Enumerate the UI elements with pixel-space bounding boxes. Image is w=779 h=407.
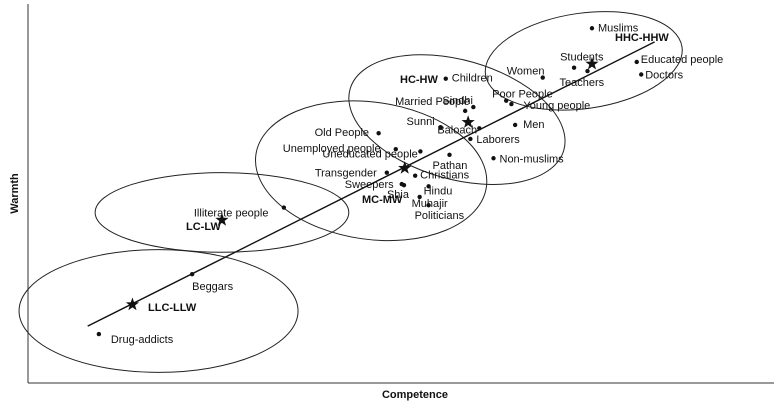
data-point-pathan — [447, 152, 452, 158]
data-point-teachers — [585, 68, 590, 74]
cluster-labels: HHC-HHW HC-HW MC-MW LC-LW LLC-LLW — [148, 32, 669, 314]
group-label-mc-mw: MC-MW — [362, 194, 403, 206]
group-label-lc-lw: LC-LW — [186, 221, 221, 233]
data-point-non-muslims — [491, 156, 496, 161]
point-label-non-muslims: Non-muslims — [500, 153, 565, 165]
data-point-muhajir — [417, 194, 422, 200]
data-point-uneducated-people — [418, 149, 423, 154]
chart-axes — [27, 4, 774, 384]
point-label-laborers: Laborers — [476, 134, 520, 146]
trend-line — [87, 41, 655, 327]
trend-line-layer — [87, 41, 655, 327]
point-label-teachers: Teachers — [560, 77, 605, 89]
star-llc-llw — [125, 297, 140, 311]
group-label-hhc-hhw: HHC-HHW — [615, 32, 669, 44]
point-label-drug-addicts: Drug-addicts — [111, 334, 174, 346]
ellipse-hhc-hhw — [484, 11, 683, 111]
group-label-hc-hw: HC-HW — [400, 74, 438, 86]
ellipse-llc-llw — [18, 249, 299, 373]
data-point-young-people — [509, 101, 514, 107]
group-label-llc-llw: LLC-LLW — [148, 302, 197, 314]
point-label-pathan: Pathan — [432, 160, 467, 172]
point-label-unemployed-people: Unemployed people — [283, 143, 381, 155]
point-label-christians: Christians — [420, 170, 469, 182]
star-hhc-hhw — [585, 56, 599, 70]
x-axis-title: Competence — [382, 389, 448, 401]
point-label-hindu: Hindu — [424, 185, 453, 197]
point-label-politicians: Politicians — [415, 210, 465, 222]
point-label-shia: Shia — [387, 189, 410, 201]
cluster-ellipses — [18, 11, 683, 373]
data-point-drug-addicts — [96, 331, 102, 337]
point-label-women: Women — [507, 66, 545, 78]
point-label-sunni: Sunni — [407, 116, 435, 128]
point-label-sindhi: Sindhi — [442, 95, 473, 107]
star-hc-hw — [461, 115, 475, 128]
point-label-poor-people: Poor People — [492, 89, 553, 101]
point-label-baloach: Baloach — [437, 124, 477, 136]
data-point-educated-people — [634, 59, 639, 65]
data-point-politicians — [426, 203, 431, 208]
point-label-married-people: Married People — [395, 96, 470, 108]
point-label-beggars: Beggars — [192, 281, 233, 293]
data-point-sindhi — [471, 104, 476, 110]
data-point-beggars — [189, 272, 195, 277]
data-point-transgender — [384, 170, 390, 175]
point-label-muslims: Muslims — [598, 22, 639, 34]
point-label-transgender: Transgender — [315, 168, 377, 180]
data-point-baloach — [477, 126, 482, 131]
point-label-men: Men — [523, 119, 544, 131]
point-label-young-people: Young people — [523, 100, 590, 112]
data-point-doctors — [639, 72, 644, 77]
point-label-doctors: Doctors — [645, 69, 683, 81]
point-label-muhajir: Muhajir — [412, 198, 448, 210]
data-point-muslims — [589, 26, 595, 31]
data-point-hindu — [426, 184, 431, 189]
data-point-shia — [401, 182, 407, 188]
data-points — [96, 26, 644, 337]
ellipse-hc-hw — [348, 54, 566, 185]
point-label-students: Students — [560, 52, 604, 64]
data-point-women — [540, 75, 545, 80]
data-point-illiterate-people — [281, 205, 287, 210]
data-point-old-people — [376, 131, 381, 136]
point-label-uneducated-people: Uneducated people — [322, 148, 417, 160]
point-label-children: Children — [452, 73, 493, 85]
data-point-married-people — [462, 108, 468, 114]
data-point-students — [571, 65, 577, 70]
ellipse-mc-mw — [255, 100, 488, 242]
data-point-unemployed-people — [393, 146, 398, 152]
data-point-poor-people — [503, 98, 509, 103]
data-point-christians — [412, 173, 418, 178]
point-label-illiterate-people: Illiterate people — [194, 208, 269, 220]
star-mc-mw — [398, 161, 412, 174]
ellipse-lc-lw — [94, 172, 350, 253]
data-point-men — [512, 122, 518, 128]
data-point-sunni — [438, 124, 443, 130]
cluster-centers — [125, 56, 599, 311]
point-label-educated-people: Educated people — [641, 54, 724, 66]
data-point-children — [443, 76, 448, 81]
y-axis-title: Warmth — [9, 173, 21, 214]
point-label-sweepers: Sweepers — [345, 179, 394, 191]
point-label-old-people: Old People — [315, 127, 369, 139]
star-lc-lw — [215, 213, 229, 226]
data-point-laborers — [468, 136, 473, 142]
